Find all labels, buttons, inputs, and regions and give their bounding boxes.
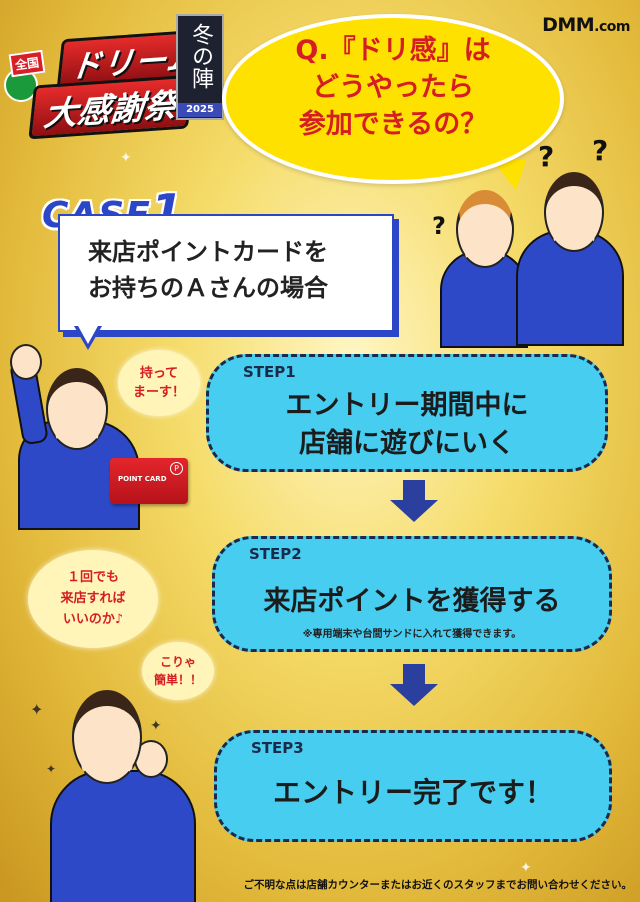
man-hand (10, 344, 42, 380)
step2-note: ※専用端末や台間サンドに入れて獲得できます。 (302, 629, 522, 640)
card-label: POINT CARD (118, 475, 167, 483)
event-logo: 全国 ドリーム 大感謝祭 (4, 14, 224, 140)
question-text: Q.『ドリ感』は どうやったら 参加できるの？ (222, 32, 564, 143)
case-text: 来店ポイントカードを お持ちのＡさんの場合 (88, 234, 328, 306)
bubble-easy-line1: こりゃ (159, 655, 196, 669)
bubble-easy: こりゃ 簡単！！ (142, 642, 214, 700)
bubble-easy-line2: 簡単！！ (153, 673, 202, 687)
bubble-once-line3: いいのか♪ (62, 612, 124, 627)
banner-text: 冬の陣 (188, 23, 213, 89)
dmm-logo: DMM.com (542, 14, 630, 36)
step3-label: STEP3 (251, 739, 304, 757)
step1-line2: 店舗に遊びにいく (299, 428, 515, 459)
bubble-once: １回でも 来店すれば いいのか♪ (28, 550, 158, 648)
question-mark: ? (432, 212, 446, 240)
sparkle-icon: ✦ (520, 860, 532, 876)
step3-box: STEP3 エントリー完了です！ (214, 730, 612, 842)
sparkle-icon: ✦ (46, 762, 57, 776)
point-card: P POINT CARD (110, 458, 188, 504)
sparkle-icon: ✦ (150, 718, 162, 734)
case-line2: お持ちのＡさんの場合 (88, 274, 328, 302)
logo-zenkoku: 全国 (8, 49, 46, 78)
step2-line1: 来店ポイントを獲得する (263, 586, 561, 617)
dmm-logo-text: DMM (542, 14, 595, 36)
step1-label: STEP1 (243, 363, 296, 381)
man-head (544, 172, 604, 252)
case-box: 来店ポイントカードを お持ちのＡさんの場合 (58, 214, 394, 332)
card-p-mark: P (170, 462, 183, 475)
bubble-once-line1: １回でも (66, 570, 119, 585)
question-bubble: Q.『ドリ感』は どうやったら 参加できるの？ (222, 14, 564, 190)
bubble-have: 持って まーす！ (118, 350, 200, 416)
step1-box: STEP1 エントリー期間中に 店舗に遊びにいく (206, 354, 608, 472)
sparkle-icon: ✦ (120, 150, 132, 166)
step2-box: STEP2 来店ポイントを獲得する ※専用端末や台間サンドに入れて獲得できます。 (212, 536, 612, 652)
bubble-have-line1: 持って (139, 366, 179, 381)
question-mark: ? (592, 134, 609, 167)
winter-banner: 冬の陣 2025 (176, 14, 224, 120)
logo-line2: 大感謝祭 (28, 74, 194, 140)
footer-note: ご不明な点は店舗カウンターまたはお近くのスタッフまでお問い合わせください。 (243, 879, 633, 891)
woman-head (456, 190, 514, 268)
case-line1: 来店ポイントカードを (88, 238, 328, 266)
man-body (50, 770, 196, 902)
sparkle-icon: ✦ (30, 700, 44, 719)
bubble-once-line2: 来店すれば (60, 591, 126, 606)
step3-line1: エントリー完了です！ (272, 776, 553, 809)
bubble-have-line2: まーす！ (132, 385, 185, 400)
question-mark: ? (538, 140, 555, 173)
step1-line1: エントリー期間中に (285, 390, 529, 421)
man-head (46, 368, 108, 450)
question-line1: Q.『ドリ感』は (295, 35, 491, 66)
banner-year: 2025 (178, 103, 222, 117)
step2-label: STEP2 (249, 545, 302, 563)
dmm-logo-suffix: .com (594, 19, 630, 35)
question-line3: 参加できるの？ (298, 109, 488, 140)
question-bubble-shape (222, 14, 564, 184)
step1-text: エントリー期間中に 店舗に遊びにいく (209, 387, 605, 463)
case-box-tail-inner (77, 324, 99, 344)
man-head (72, 690, 142, 784)
question-line2: どうやったら (312, 72, 474, 103)
